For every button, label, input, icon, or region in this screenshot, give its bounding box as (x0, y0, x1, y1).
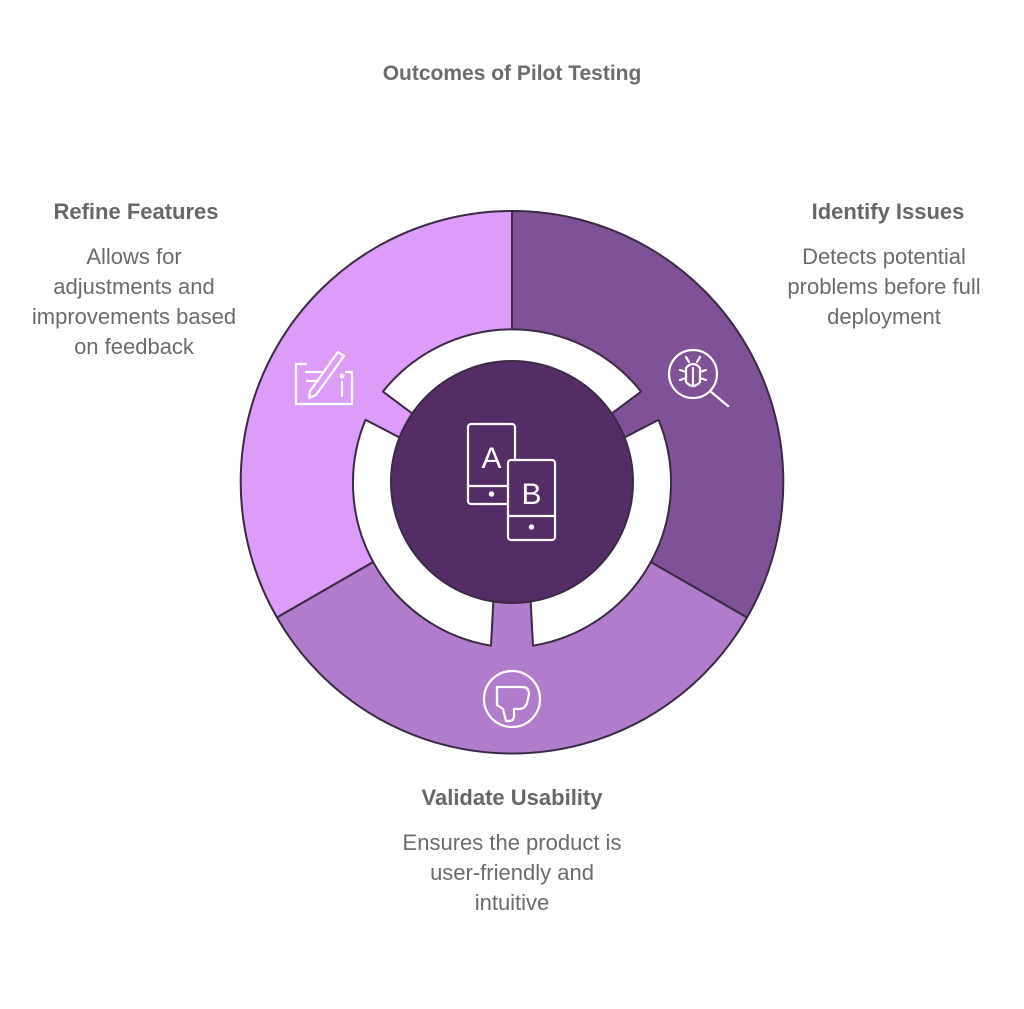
diagram-title: Outcomes of Pilot Testing (382, 62, 642, 85)
bug-search-icon (667, 348, 730, 408)
label-b: B (521, 478, 541, 511)
validate-usability-description: Ensures the product is user-friendly and… (402, 830, 622, 915)
label-a: A (481, 442, 501, 475)
identify-issues-heading: Identify Issues (811, 199, 965, 224)
edit-info-icon (294, 350, 354, 406)
validate-usability-heading: Validate Usability (421, 785, 603, 810)
ab-test-phones-icon: A B (466, 422, 557, 542)
thumbs-down-icon (482, 669, 542, 729)
refine-features-description: Allows for adjustments and improvements … (31, 244, 237, 359)
refine-features-heading: Refine Features (53, 199, 219, 224)
identify-issues-description: Detects potential problems before full d… (787, 244, 981, 329)
